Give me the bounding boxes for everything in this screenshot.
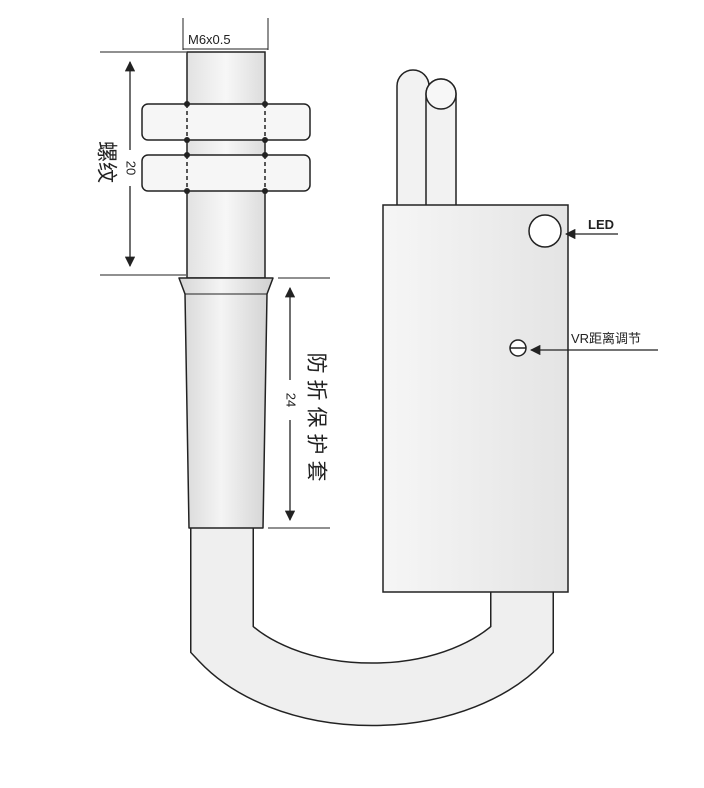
thread-length-label: 20	[124, 161, 139, 175]
led-callout: LED	[564, 217, 618, 240]
thread-length-dimension: 20 螺纹	[94, 51, 186, 276]
output-wires	[396, 69, 457, 205]
sleeve-length-dimension: 24 防折保护套	[268, 277, 330, 529]
sleeve-caption: 防折保护套	[304, 353, 327, 488]
nut-upper	[141, 101, 311, 143]
vr-label: VR距离调节	[571, 331, 641, 346]
vr-callout: VR距离调节	[529, 331, 658, 356]
thread-caption: 螺纹	[94, 141, 117, 183]
led-label: LED	[588, 217, 614, 232]
led-indicator-icon	[528, 214, 562, 248]
nut-lower	[141, 152, 311, 194]
vr-adjust-screw-icon	[509, 339, 527, 357]
cable	[190, 528, 554, 727]
thread-size-label: M6x0.5	[188, 32, 231, 47]
thread-size-dimension: M6x0.5	[182, 18, 269, 50]
amplifier-box	[382, 204, 569, 593]
protective-sleeve	[178, 277, 274, 529]
sleeve-length-label: 24	[284, 393, 299, 407]
